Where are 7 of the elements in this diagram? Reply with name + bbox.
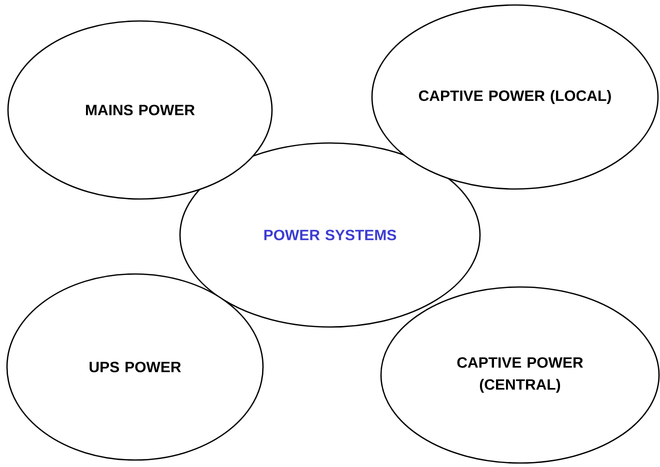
ellipse-node: MAINS POWER: [7, 20, 273, 200]
node-label: CAPTIVE POWER (LOCAL): [418, 90, 611, 104]
node-label: UPS POWER: [90, 362, 181, 372]
ellipse-node: CAPTIVE POWER (LOCAL): [371, 4, 659, 190]
ellipse-node: UPS POWER: [6, 273, 264, 461]
ellipse-node: CAPTIVE POWER (CENTRAL): [380, 286, 660, 464]
ellipse-node: POWER SYSTEMS: [179, 142, 481, 328]
